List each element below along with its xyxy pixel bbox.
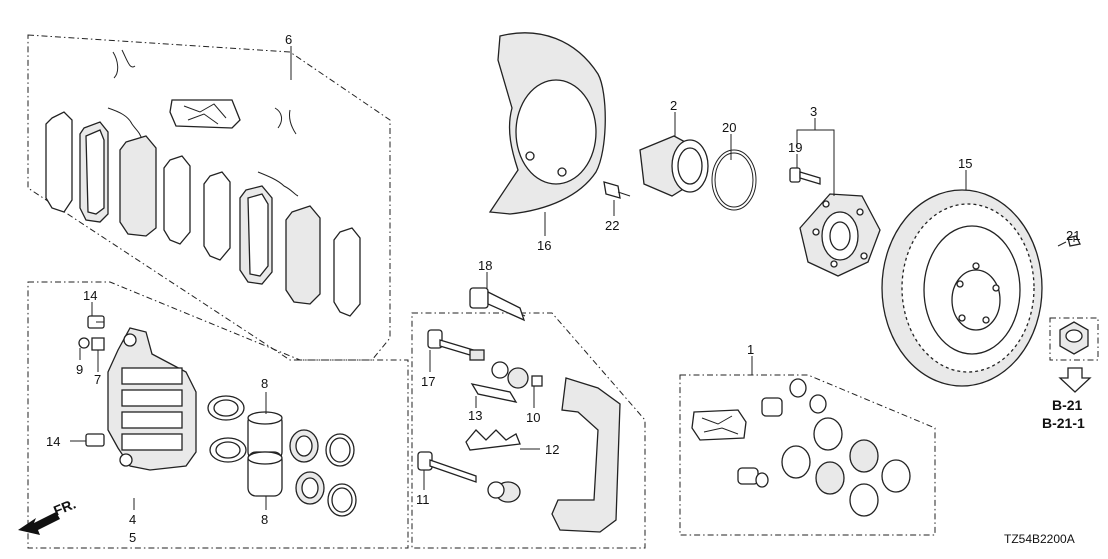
brake-disc xyxy=(881,189,1043,387)
splash-shield xyxy=(488,32,606,215)
callout-15: 15 xyxy=(958,156,972,171)
callout-18: 18 xyxy=(478,258,492,273)
reference-arrow-icon xyxy=(1058,367,1092,393)
callout-14-bottom: 14 xyxy=(46,434,60,449)
callout-5: 5 xyxy=(129,530,136,545)
bracket-and-pins xyxy=(417,287,621,533)
bleeder-and-bolts xyxy=(70,315,105,447)
group-box-nut xyxy=(1049,317,1099,361)
shield-bolt xyxy=(603,181,631,199)
pistons-and-seals xyxy=(207,395,357,517)
callout-13: 13 xyxy=(468,408,482,423)
front-label: FR. xyxy=(51,495,78,518)
callout-3: 3 xyxy=(810,104,817,119)
snap-ring xyxy=(711,149,757,211)
callout-22: 22 xyxy=(605,218,619,233)
hub-bearing xyxy=(639,135,709,197)
group-box-pads xyxy=(27,34,391,361)
reference-b21-1: B-21-1 xyxy=(1042,415,1085,431)
callout-21: 21 xyxy=(1066,228,1080,243)
diagram-code: TZ54B2200A xyxy=(1004,532,1075,546)
callout-1: 1 xyxy=(747,342,754,357)
wheel-stud xyxy=(789,167,821,185)
callout-9: 9 xyxy=(76,362,83,377)
callout-6: 6 xyxy=(285,32,292,47)
callout-12: 12 xyxy=(545,442,559,457)
caliper-body xyxy=(107,327,197,471)
reference-b21: B-21 xyxy=(1052,397,1083,413)
callout-10: 10 xyxy=(526,410,540,425)
callout-2: 2 xyxy=(670,98,677,113)
callout-14-top: 14 xyxy=(83,288,97,303)
wheel-hub xyxy=(799,193,881,277)
leader-lines xyxy=(79,46,1075,510)
group-box-caliper xyxy=(27,281,409,549)
hub-nut xyxy=(1059,321,1089,355)
callout-7: 7 xyxy=(94,372,101,387)
brake-pad-set xyxy=(45,49,361,317)
callout-4: 4 xyxy=(129,512,136,527)
callout-numbers: 6 2 20 3 19 15 21 16 22 1 18 14 9 7 8 8 … xyxy=(46,32,1080,545)
callout-17: 17 xyxy=(421,374,435,389)
callout-11: 11 xyxy=(416,492,430,507)
callout-8-bottom: 8 xyxy=(261,512,268,527)
callout-8-top: 8 xyxy=(261,376,268,391)
callout-20: 20 xyxy=(722,120,736,135)
caliper-seal-kit xyxy=(691,378,911,517)
callout-19: 19 xyxy=(788,140,802,155)
front-direction-arrow-icon xyxy=(18,512,60,535)
callout-16: 16 xyxy=(537,238,551,253)
